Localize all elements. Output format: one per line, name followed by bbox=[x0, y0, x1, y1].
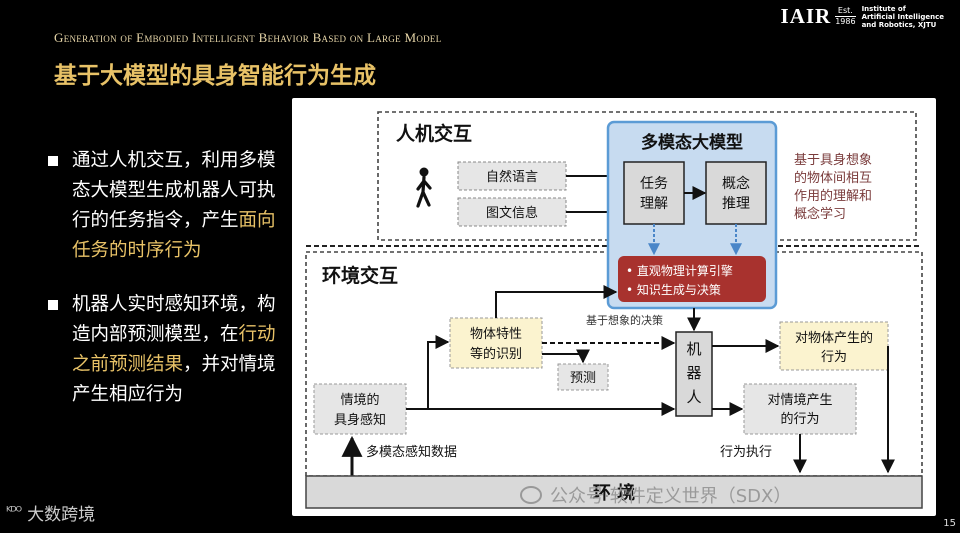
object-recognition-line2: 等的识别 bbox=[470, 346, 522, 362]
watermark-bottom-right: 公众号·软件定义世界（SDX） bbox=[520, 482, 791, 508]
object-action-line2: 行为 bbox=[821, 350, 847, 365]
bullet-marker bbox=[48, 300, 58, 310]
watermark-bottom-left: ᴷᴰᴼ 大数跨境 bbox=[6, 500, 95, 525]
environment-bar bbox=[305, 475, 923, 509]
object-recognition-line1: 物体特性 bbox=[470, 327, 522, 342]
context-action-box bbox=[743, 383, 857, 435]
bullet-text-part: ，并对情境产生相应行为 bbox=[72, 354, 276, 405]
robot-char-3: 人 bbox=[686, 388, 701, 406]
task-understanding-line1: 任务 bbox=[640, 176, 668, 192]
watermark-text: 大数跨境 bbox=[27, 505, 96, 525]
environment-label: 环 境 bbox=[593, 482, 635, 504]
image-text-box bbox=[457, 197, 567, 227]
decision-label: 基于想象的决策 bbox=[586, 313, 663, 327]
logo-institute: Institute of Artificial Intelligence and… bbox=[862, 5, 944, 29]
robot-char-1: 机 bbox=[686, 340, 701, 358]
context-perception-line2: 具身感知 bbox=[334, 412, 386, 428]
bullet-text-part: 机器人实时感知环境，构造内部预测模型，在 bbox=[72, 294, 276, 345]
context-action-line1: 对情境产生 bbox=[767, 393, 832, 408]
natural-language-label: 自然语言 bbox=[486, 169, 538, 185]
concept-reasoning-line2: 推理 bbox=[722, 196, 750, 212]
bullet-list: 通过人机交互，利用多模态大模型生成机器人可执行的任务指令，产生面向任务的时序行为… bbox=[48, 146, 278, 434]
prediction-label: 预测 bbox=[570, 371, 596, 386]
page-number: 15 bbox=[943, 518, 956, 529]
embodied-behavior-diagram: 人机交互 环境交互 自然语言 图文信息 多模态大模型 任务 理解 概念 推理 •… bbox=[305, 111, 923, 509]
robot-char-2: 器 bbox=[686, 364, 701, 382]
arrow-recognition-to-model bbox=[495, 285, 618, 318]
person-walking-icon bbox=[416, 167, 432, 208]
bullet-item: 通过人机交互，利用多模态大模型生成机器人可执行的任务指令，产生面向任务的时序行为 bbox=[48, 146, 278, 266]
object-action-line1: 对物体产生的 bbox=[795, 330, 873, 346]
task-understanding-box bbox=[623, 161, 685, 225]
arrow-perception-to-recognition bbox=[406, 335, 450, 410]
slide-title: 基于大模型的具身智能行为生成 bbox=[54, 63, 376, 89]
prediction-box bbox=[557, 363, 609, 391]
hci-label: 人机交互 bbox=[396, 122, 472, 145]
object-recognition-box bbox=[449, 317, 543, 369]
diagram-panel: 人机交互 环境交互 自然语言 图文信息 多模态大模型 任务 理解 概念 推理 •… bbox=[292, 98, 936, 516]
watermark-logo-icon: ᴷᴰᴼ bbox=[6, 505, 22, 520]
logo-est-year: 1986 bbox=[835, 16, 856, 26]
multimodal-model-title: 多模态大模型 bbox=[641, 132, 743, 153]
logo-inst-line3: and Robotics, XJTU bbox=[861, 21, 937, 29]
slide-subtitle: Generation of Embodied Intelligent Behav… bbox=[54, 30, 442, 45]
iair-logo: IAIR Est. 1986 Institute of Artificial I… bbox=[781, 4, 944, 29]
bullet-text: 通过人机交互，利用多模态大模型生成机器人可执行的任务指令，产生面向任务的时序行为 bbox=[72, 146, 278, 266]
context-action-line2: 的行为 bbox=[780, 411, 819, 427]
imagination-note: 基于具身想象 的物体间相互 作用的理解和 概念学习 bbox=[794, 152, 876, 222]
image-text-label: 图文信息 bbox=[486, 205, 538, 221]
logo-inst-line2: Artificial Intelligence bbox=[861, 13, 944, 21]
robot-box bbox=[675, 331, 713, 417]
context-perception-box bbox=[313, 383, 407, 435]
logo-inst-line1: Institute of bbox=[861, 5, 906, 13]
env-label: 环境交互 bbox=[322, 264, 398, 287]
behavior-exec-label: 行为执行 bbox=[720, 445, 772, 460]
arrow-recognition-to-prediction bbox=[542, 349, 590, 364]
bullet-item: 机器人实时感知环境，构造内部预测模型，在行动之前预测结果，并对情境产生相应行为 bbox=[48, 290, 278, 410]
bullet-highlight: 面向任务的时序行为 bbox=[72, 210, 276, 261]
natural-language-box bbox=[457, 161, 567, 191]
bullet-marker bbox=[48, 156, 58, 166]
physics-item-2: • 知识生成与决策 bbox=[626, 283, 721, 297]
task-understanding-line2: 理解 bbox=[640, 196, 668, 212]
wechat-icon bbox=[520, 486, 542, 504]
concept-reasoning-box bbox=[705, 161, 767, 225]
bullet-text: 机器人实时感知环境，构造内部预测模型，在行动之前预测结果，并对情境产生相应行为 bbox=[72, 290, 278, 410]
logo-est: Est. 1986 bbox=[835, 6, 856, 27]
logo-est-label: Est. bbox=[837, 6, 853, 15]
context-perception-line1: 情境的 bbox=[340, 392, 379, 408]
watermark-text: 公众号·软件定义世界（SDX） bbox=[550, 486, 792, 507]
object-action-box bbox=[779, 321, 889, 371]
bullet-highlight: 行动之前预测结果 bbox=[72, 324, 276, 375]
logo-mark: IAIR bbox=[780, 4, 832, 28]
bullet-text-part: 通过人机交互，利用多模态大模型生成机器人可执行的任务指令，产生 bbox=[72, 150, 276, 231]
multimodal-data-label: 多模态感知数据 bbox=[366, 444, 457, 460]
concept-reasoning-line1: 概念 bbox=[722, 175, 750, 192]
physics-engine-box bbox=[618, 256, 766, 302]
physics-item-1: • 直观物理计算引擎 bbox=[626, 263, 733, 278]
